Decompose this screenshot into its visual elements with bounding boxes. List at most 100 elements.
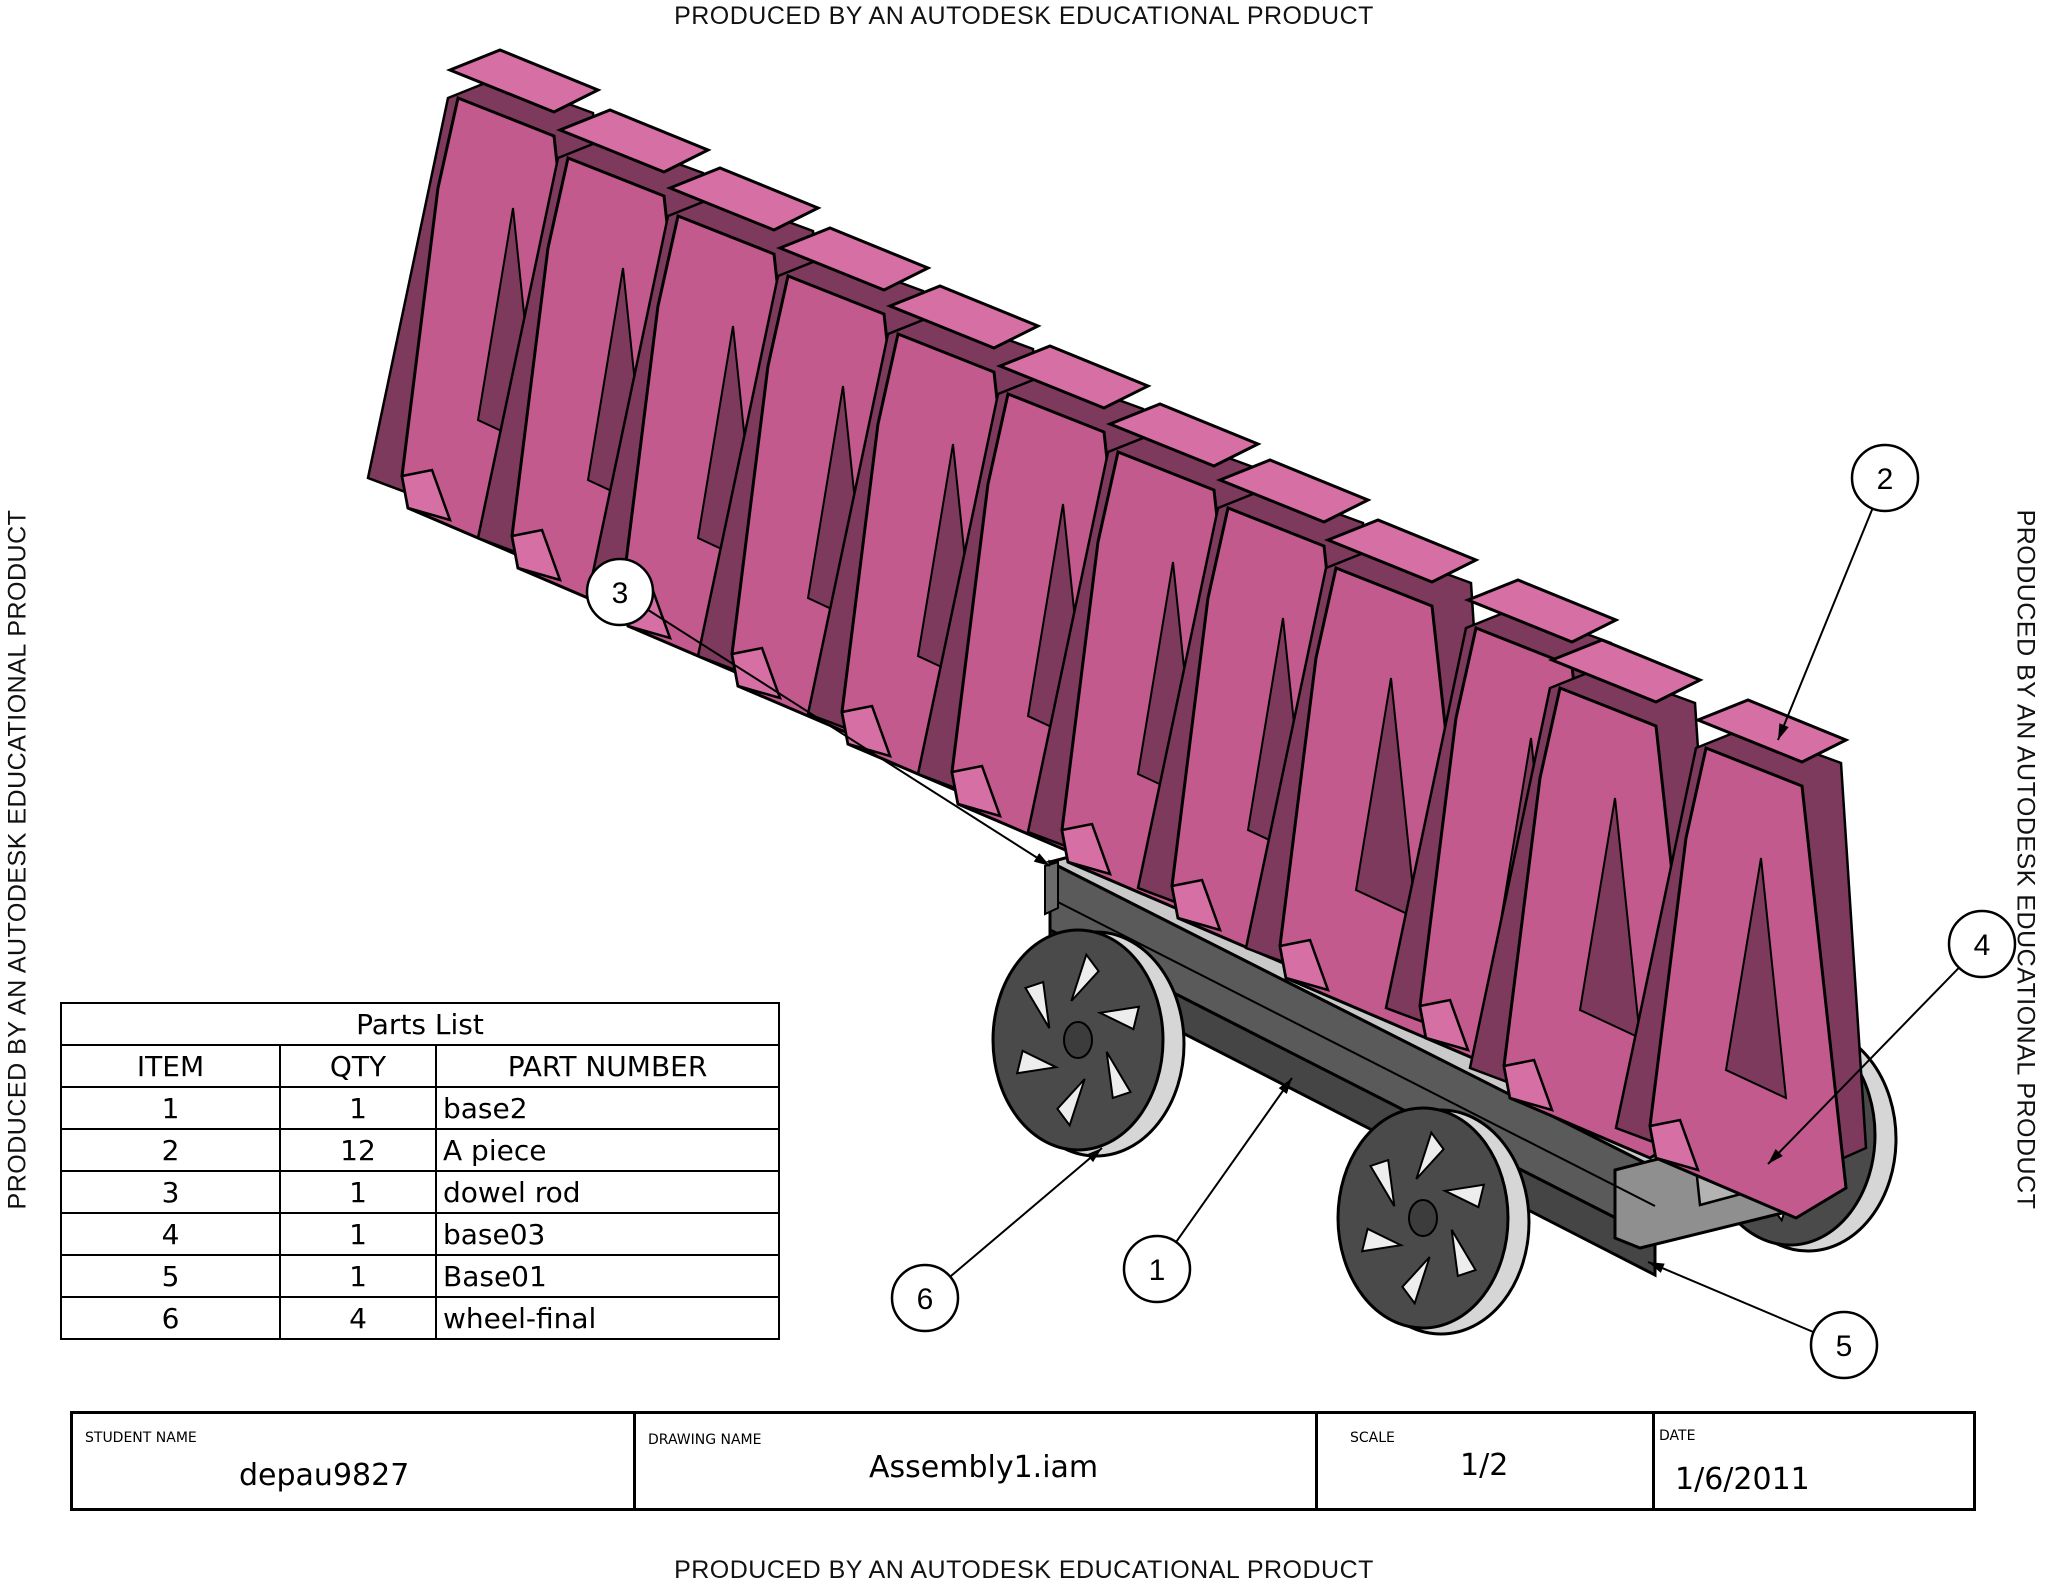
a-piece-foot — [1278, 938, 1331, 992]
a-piece-top — [1215, 458, 1372, 524]
wheel-spoke-hole — [1015, 1049, 1060, 1075]
student-name-cell: STUDENT NAME depau9827 — [73, 1414, 636, 1508]
wheel-spoke-hole — [1023, 980, 1051, 1029]
a-piece-top — [445, 48, 602, 114]
row-item: 6 — [60, 1296, 281, 1340]
a-piece-top — [1463, 578, 1620, 644]
row-qty: 1 — [279, 1170, 437, 1214]
table-row: 2 12 A piece — [60, 1128, 780, 1172]
wheel-spoke-hole — [1360, 1227, 1405, 1253]
row-item: 2 — [60, 1128, 281, 1172]
balloon-circle — [1947, 909, 2017, 979]
scale-value: 1/2 — [1460, 1448, 1509, 1483]
a-piece-foot — [510, 528, 563, 582]
balloon-leader — [1767, 966, 1960, 1165]
row-item: 4 — [60, 1212, 281, 1256]
watermark-top: PRODUCED BY AN AUTODESK EDUCATIONAL PROD… — [674, 2, 1374, 30]
balloon-arrowhead — [1278, 1078, 1292, 1094]
row-part-number: A piece — [435, 1128, 780, 1172]
watermark-bottom: PRODUCED BY AN AUTODESK EDUCATIONAL PROD… — [674, 1556, 1374, 1584]
balloon-leader — [949, 1147, 1103, 1278]
table-row: 1 1 base2 — [60, 1086, 780, 1130]
drawing-name-cell: DRAWING NAME Assembly1.iam — [636, 1414, 1318, 1508]
a-piece-top — [1105, 402, 1262, 468]
balloon-arrowhead — [1086, 1148, 1102, 1163]
drawing-name-label: DRAWING NAME — [648, 1432, 762, 1448]
front-wheels — [991, 928, 1531, 1336]
balloon-arrowhead — [1768, 1149, 1783, 1164]
a-piece-foot — [400, 468, 453, 522]
row-part-number: base2 — [435, 1086, 780, 1130]
balloon-number: 1 — [1149, 1254, 1166, 1287]
balloon-leader — [1175, 1077, 1293, 1243]
balloon-circle — [890, 1263, 960, 1333]
wheel-spoke-hole — [1441, 1183, 1486, 1209]
row-item: 5 — [60, 1254, 281, 1298]
a-piece-foot — [1418, 998, 1471, 1052]
a-piece-cutout — [1578, 797, 1642, 1040]
balloon-arrowhead — [1033, 853, 1050, 866]
wheel-spoke-hole — [1401, 1256, 1431, 1306]
a-piece-top — [775, 226, 932, 292]
a-piece-foot — [950, 764, 1003, 818]
row-qty: 4 — [279, 1296, 437, 1340]
date-value: 1/6/2011 — [1675, 1462, 1810, 1497]
balloon-leader — [647, 608, 1051, 867]
wheel-spoke-hole — [1056, 1078, 1086, 1128]
a-piece-foot — [840, 704, 893, 758]
a-piece — [1614, 698, 1868, 1220]
a-piece-cutout — [1724, 857, 1788, 1100]
balloon-arrowhead — [1778, 723, 1789, 740]
parts-list-table: Parts List ITEM QTY PART NUMBER 1 1 base… — [60, 1002, 780, 1340]
student-name-label: STUDENT NAME — [85, 1430, 197, 1446]
a-piece-top — [1547, 638, 1704, 704]
balloon-circle — [585, 557, 655, 627]
balloon-circle — [1850, 443, 1920, 513]
student-name-value: depau9827 — [239, 1458, 410, 1493]
parts-list-title: Parts List — [60, 1002, 780, 1046]
a-piece-foot — [1170, 878, 1223, 932]
header-item: ITEM — [60, 1044, 281, 1088]
header-part-number: PART NUMBER — [435, 1044, 780, 1088]
date-label: DATE — [1659, 1428, 1696, 1444]
date-cell: DATE 1/6/2011 — [1655, 1414, 1973, 1508]
a-piece-top — [555, 108, 712, 174]
wheel-spoke-hole — [1096, 1005, 1141, 1031]
wheel-spoke-hole — [1105, 1051, 1133, 1100]
wheel-front-left — [991, 928, 1186, 1158]
row-qty: 12 — [279, 1128, 437, 1172]
balloon-leader — [1777, 508, 1874, 741]
wheel-spoke-hole — [1415, 1130, 1445, 1180]
header-qty: QTY — [279, 1044, 437, 1088]
table-row: 4 1 base03 — [60, 1212, 780, 1256]
row-part-number: wheel-final — [435, 1296, 780, 1340]
dowel-rod-stub — [1044, 860, 1059, 916]
balloon-number: 5 — [1836, 1330, 1853, 1363]
row-qty: 1 — [279, 1254, 437, 1298]
balloon-circle — [1809, 1310, 1879, 1380]
balloon-number: 4 — [1974, 929, 1991, 962]
table-row: 3 1 dowel rod — [60, 1170, 780, 1214]
a-piece-foot — [1060, 822, 1113, 876]
row-part-number: base03 — [435, 1212, 780, 1256]
wheel-hub — [1408, 1199, 1438, 1237]
row-part-number: dowel rod — [435, 1170, 780, 1214]
balloon-number: 6 — [917, 1283, 934, 1316]
balloon-leader — [1647, 1261, 1815, 1334]
wheel-hub — [1063, 1021, 1093, 1059]
row-qty: 1 — [279, 1212, 437, 1256]
a-piece-cutout — [1354, 677, 1418, 920]
row-qty: 1 — [279, 1086, 437, 1130]
wheel-spoke-hole — [1450, 1229, 1478, 1278]
wheel-front-right — [1336, 1106, 1531, 1336]
wheel-spoke-hole — [1070, 952, 1100, 1002]
a-piece-top — [995, 344, 1152, 410]
table-row: 5 1 Base01 — [60, 1254, 780, 1298]
balloon-circle — [1122, 1234, 1192, 1304]
a-piece-top — [1323, 518, 1480, 584]
a-pieces-group — [366, 48, 1868, 1220]
a-piece-foot — [1502, 1058, 1555, 1112]
table-row: 6 4 wheel-final — [60, 1296, 780, 1340]
